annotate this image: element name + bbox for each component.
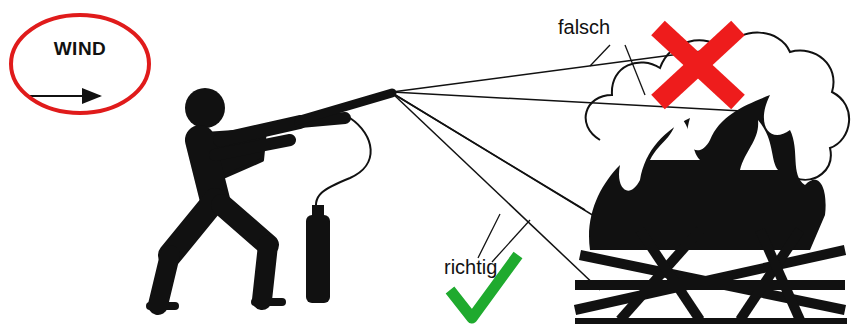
circle-outline [8, 12, 152, 116]
person-figure [150, 88, 345, 306]
wind-circle: WIND [8, 12, 152, 116]
annotation-label: falsch [558, 16, 610, 39]
extinguisher [300, 93, 392, 303]
fire-logs [575, 230, 845, 320]
wind-arrow [28, 95, 100, 97]
wind-label: WIND [54, 38, 107, 60]
wrong-cross [658, 28, 738, 102]
annotation-label: richtig [444, 256, 497, 279]
fire-flames [589, 95, 826, 250]
